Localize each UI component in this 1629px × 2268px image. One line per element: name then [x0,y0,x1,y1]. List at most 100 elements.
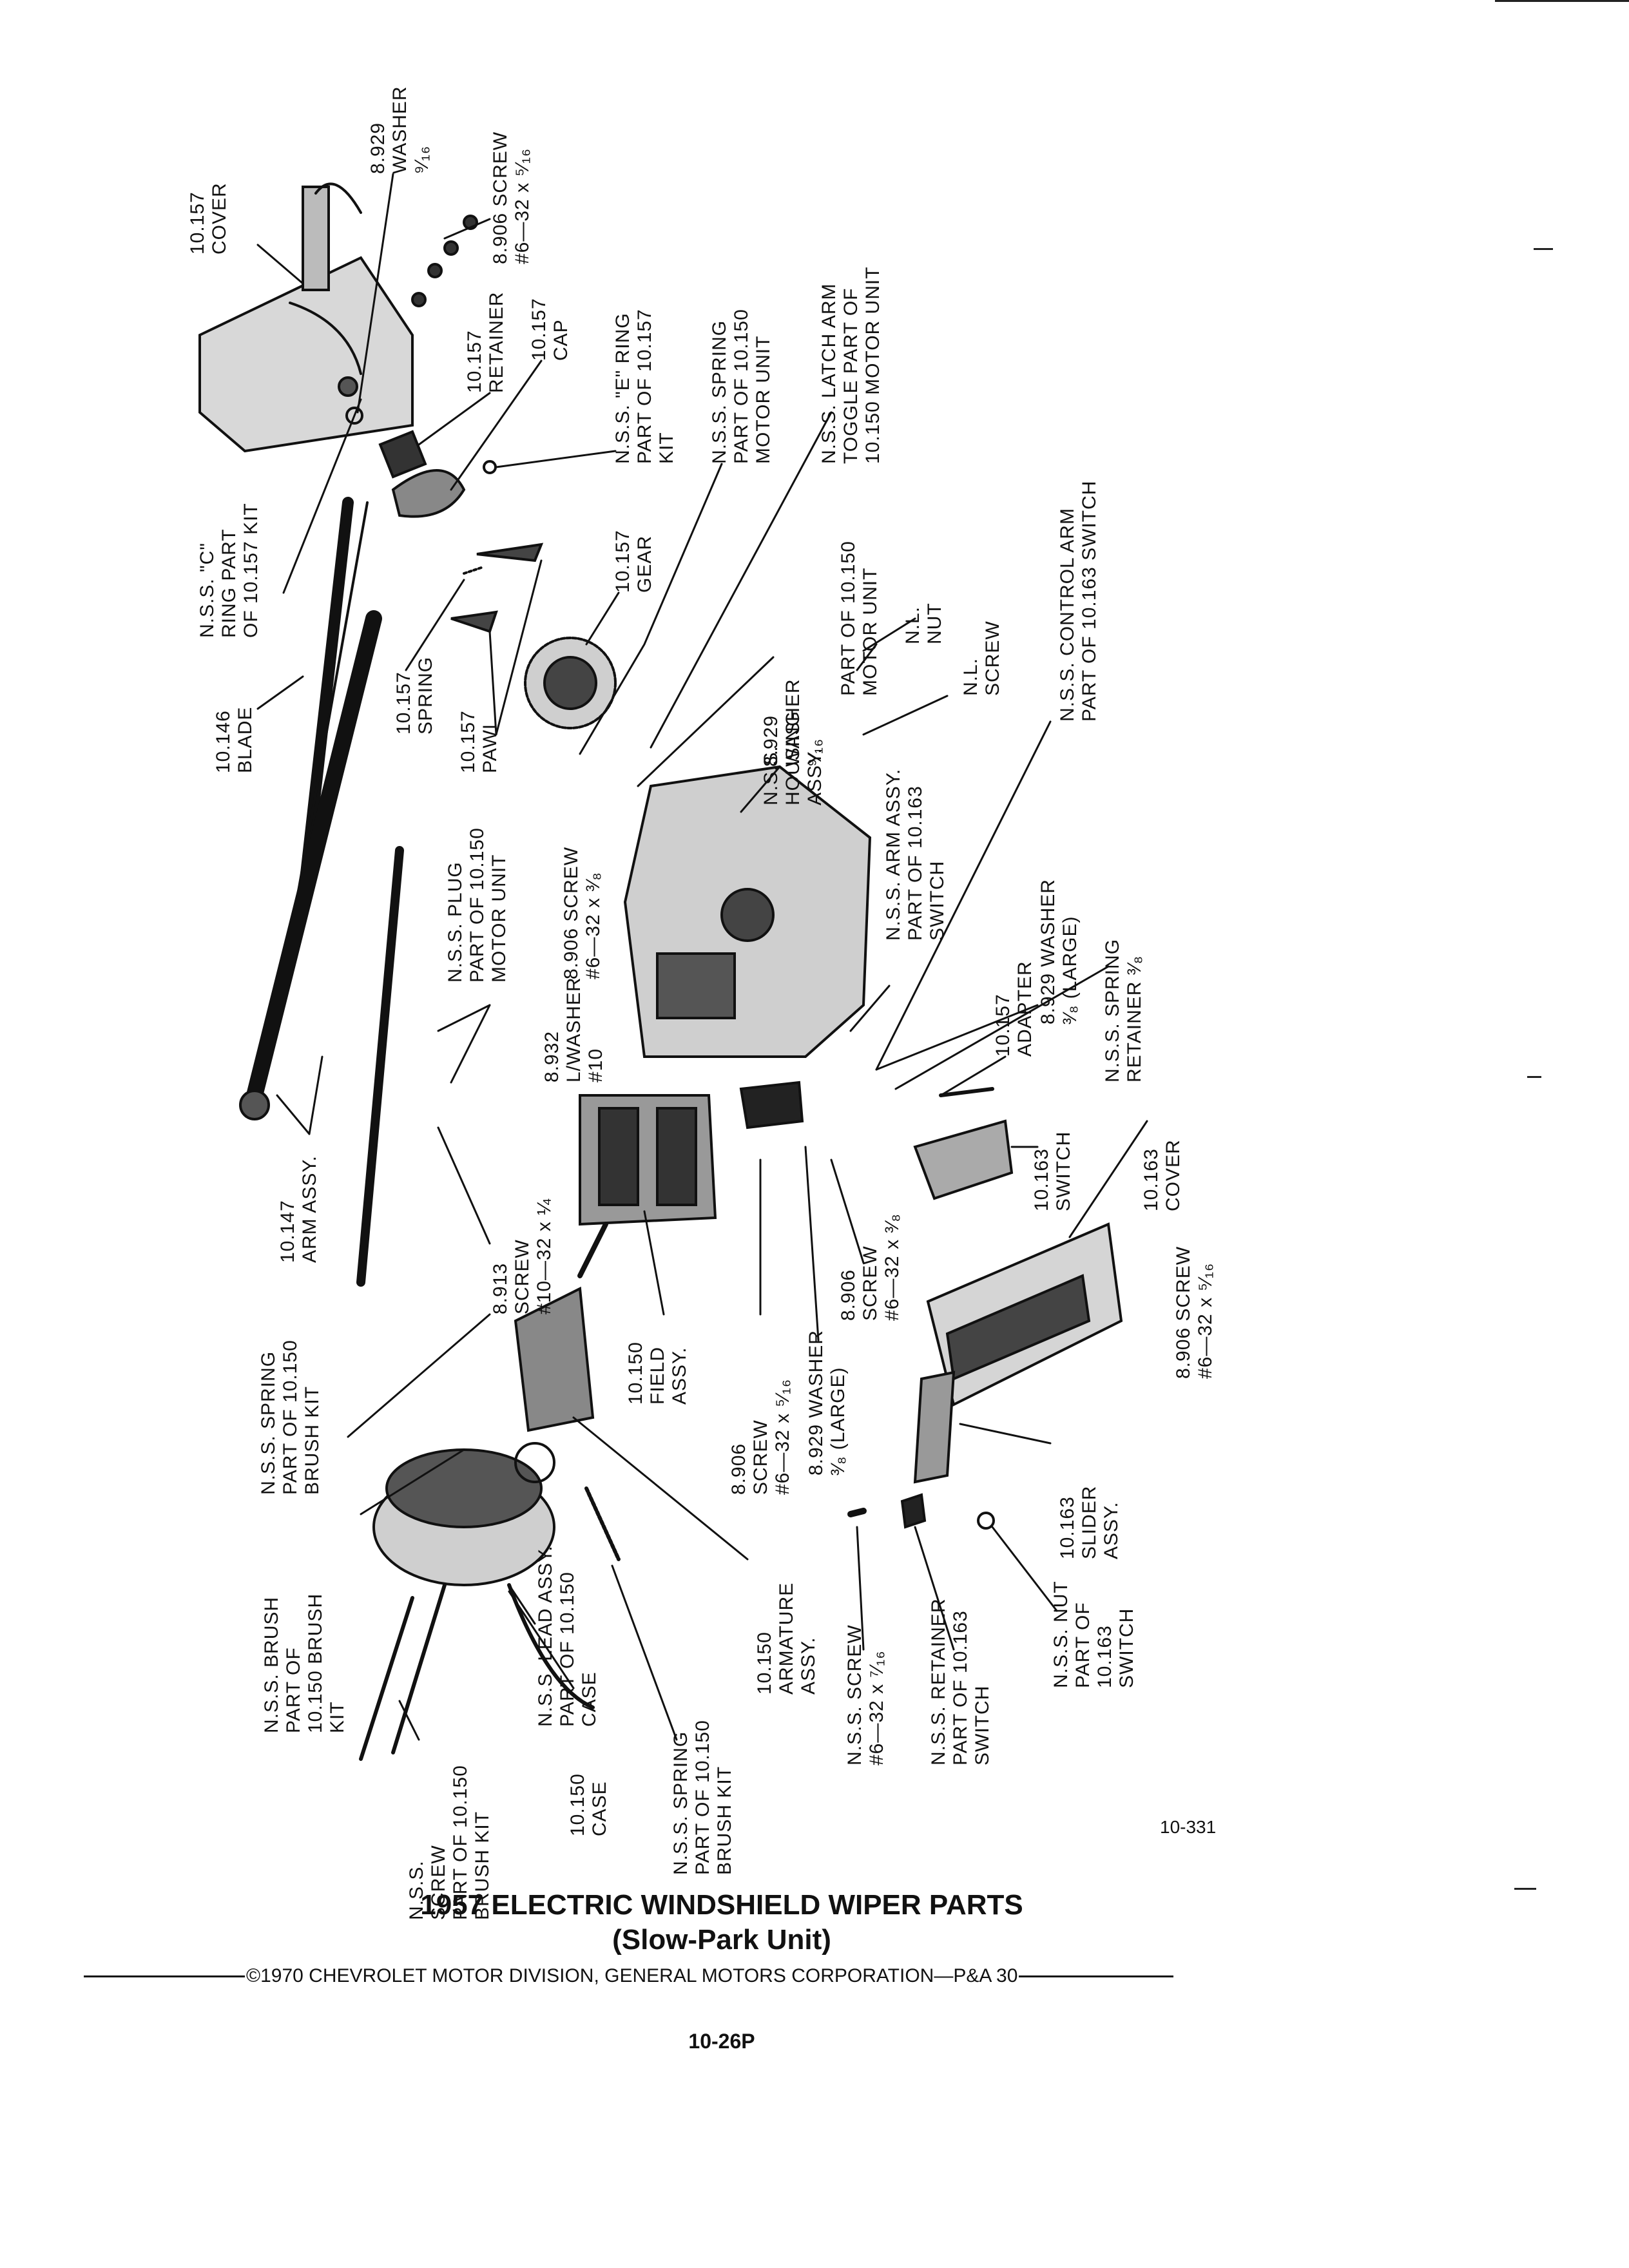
callout-line: 10.147 [277,1200,298,1263]
callout-line: #10—32 x ¼ [534,1198,555,1314]
callout-line: PART OF 10.150 [692,1720,713,1875]
callout-line: N.S.S. SPRING [1102,938,1123,1082]
callout-line: SWITCH [1116,1608,1137,1688]
e-ring-part [483,460,497,474]
callout-line: PART OF 10.150 [467,827,488,983]
callout-line: 10.150 [625,1341,646,1405]
callout-nl-screw: N.L.SCREW [960,620,1004,696]
callout-line: 10.157 [393,671,414,735]
slider-part [913,1370,956,1484]
scan-mark-right-3 [1514,1888,1536,1890]
callout-line: ADAPTER [1014,961,1036,1057]
callout-line: SCREW [860,1245,881,1321]
callout-line: 10.157 [612,530,633,593]
pawl-part [476,543,544,562]
callout-screw-8906-top: 8.906 SCREW#6—32 x ⁵⁄₁₆ [490,131,534,264]
washer-top [345,407,363,425]
scan-mark-right-1 [1534,248,1553,250]
callout-line: RETAINER [486,291,507,393]
callout-line: TOGGLE PART OF [840,287,862,464]
field-part [579,1094,717,1226]
housing-part [623,765,872,1058]
callout-line: SWITCH [927,860,948,941]
callout-line: 10.163 [1141,1148,1162,1211]
page-number: 10-26P [688,2030,755,2053]
callout-line: ⁹⁄₁₆ [411,145,432,174]
callout-line: ASSY. [798,1637,819,1695]
callout-line: #6—32 x ⁷⁄₁₆ [866,1650,887,1766]
callout-line: GEAR [634,535,655,593]
callout-line: 10.157 [464,330,485,393]
callout-line: N.S.S. LATCH ARM [818,283,840,465]
callout-line: CASE [579,1671,600,1727]
callout-line: N.S.S. PLUG [445,861,466,983]
plate-part [739,1081,804,1129]
armature-part [514,1222,608,1432]
arm-part [243,610,382,1117]
scan-mark-top [1495,0,1629,2]
callout-line: #10 [585,1048,606,1082]
screws-top [411,215,478,307]
callout-line: N.S.S. NUT [1050,1581,1072,1688]
callout-line: BRUSH KIT [714,1765,735,1875]
callout-line: PAWL [479,718,501,773]
callout-line: N.S.S. [760,745,782,805]
callout-line: PART OF 10.163 [905,785,926,941]
callout-line: 10.163 [1094,1625,1115,1688]
callout-line: PART OF 10.150 [731,309,752,464]
copyright-line: ©1970 CHEVROLET MOTOR DIVISION, GENERAL … [84,1965,1340,1987]
callout-line: SWITCH [972,1685,993,1765]
callout-line: 8.906 SCREW [561,846,582,979]
callout-line: N.L. [902,606,923,644]
callout-line: #6—32 x ³⁄₈ [583,872,604,979]
callout-line: ARM ASSY. [299,1155,320,1263]
callout-line: ASSY. [804,747,825,805]
callout-line: N.S.S. "E" RING [612,312,633,464]
callout-line: ASSY. [669,1347,690,1405]
cover-part [198,182,414,453]
retainer-part [378,430,427,479]
callout-nl-nut: N.L.NUT [902,602,946,644]
callout-line: 8.906 SCREW [490,131,511,264]
callout-line: 10.157 [528,298,550,361]
callout-line: 10.150 BRUSH [305,1593,326,1733]
callout-line: 10.163 [1031,1148,1052,1211]
callout-line: ASSY. [1101,1501,1122,1559]
callout-line: N.S.S. SPRING [258,1350,279,1495]
callout-line: N.S.S. LEAD ASSY. [535,1545,556,1727]
callout-line: RING PART [218,528,240,638]
callout-line: COVER [209,182,230,255]
brush-spring [584,1486,621,1561]
copyright-text: ©1970 CHEVROLET MOTOR DIVISION, GENERAL … [246,1965,1018,1986]
callout-line: RETAINER ³⁄₈ [1124,955,1145,1082]
title-line-1: 1957 ELECTRIC WINDSHIELD WIPER PARTS [420,1889,1023,1921]
callout-line: MOTOR UNIT [753,335,774,464]
callout-line: 10.157 [992,994,1014,1057]
switch-part [913,1087,1014,1200]
callout-line: BRUSH KIT [302,1385,323,1495]
leader-lines [256,173,1148,1741]
callout-line: 10.150 MOTOR UNIT [862,266,883,464]
callout-line: PART OF 10.150 [838,541,859,696]
callout-line: SPRING [415,656,436,735]
callout-line: MOTOR UNIT [860,567,881,696]
